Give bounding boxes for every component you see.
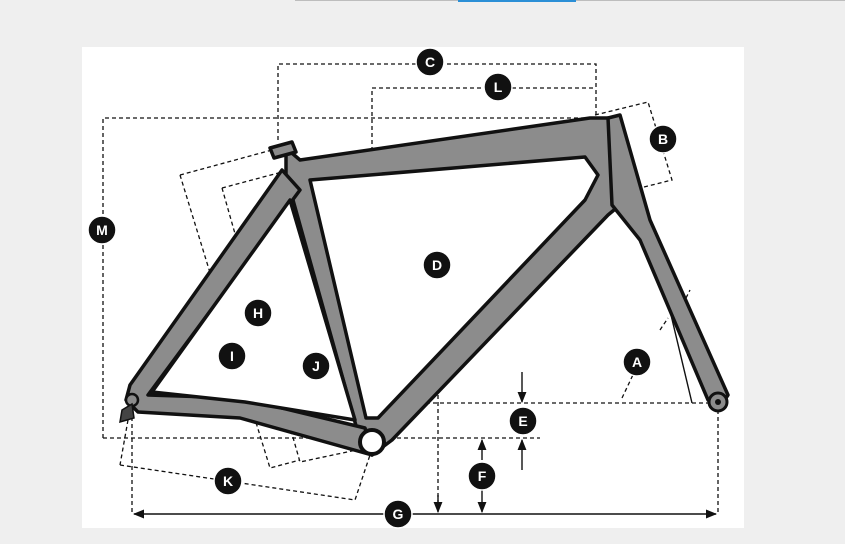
badge-h: H <box>243 298 273 328</box>
badge-j: J <box>301 351 331 381</box>
label-k: K <box>223 473 233 489</box>
active-tab-indicator <box>458 0 576 2</box>
bike-frame <box>119 113 730 457</box>
label-g: G <box>393 506 404 522</box>
badge-m: M <box>87 215 117 245</box>
badge-c: C <box>415 47 445 77</box>
badge-d: D <box>422 250 452 280</box>
badge-e: E <box>508 406 538 436</box>
badge-l: L <box>483 72 513 102</box>
label-c: C <box>425 54 435 70</box>
badge-k: K <box>213 466 243 496</box>
label-j: J <box>312 358 320 374</box>
badge-i: I <box>217 341 247 371</box>
badge-a: A <box>622 347 652 377</box>
label-a: A <box>632 354 642 370</box>
label-f: F <box>478 468 487 484</box>
label-l: L <box>494 79 503 95</box>
label-b: B <box>658 131 668 147</box>
label-h: H <box>253 305 263 321</box>
label-d: D <box>432 257 442 273</box>
label-m: M <box>96 222 108 238</box>
badge-f: F <box>467 461 497 491</box>
label-i: I <box>230 348 234 364</box>
badge-g: G <box>383 499 413 529</box>
badge-b: B <box>648 124 678 154</box>
label-e: E <box>518 413 527 429</box>
